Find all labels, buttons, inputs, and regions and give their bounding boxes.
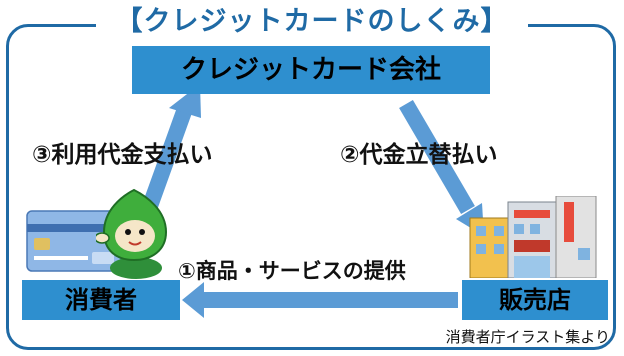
arrow-step1 [182, 282, 458, 318]
step2-label: ②代金立替払い [340, 142, 498, 168]
shop-building-icon [469, 196, 597, 278]
consumer-box: 消費者 [22, 280, 180, 320]
green-mascot-icon [96, 188, 168, 279]
shop-box: 販売店 [462, 280, 608, 320]
step3-label: ③利用代金支払い [32, 142, 213, 168]
source-credit: 消費者庁イラスト集より [445, 328, 610, 346]
credit-card-company-box: クレジットカード会社 [132, 46, 490, 94]
diagram-title: 【クレジットカードのしくみ】 [96, 2, 528, 42]
step1-label: ①商品・サービスの提供 [178, 259, 406, 283]
